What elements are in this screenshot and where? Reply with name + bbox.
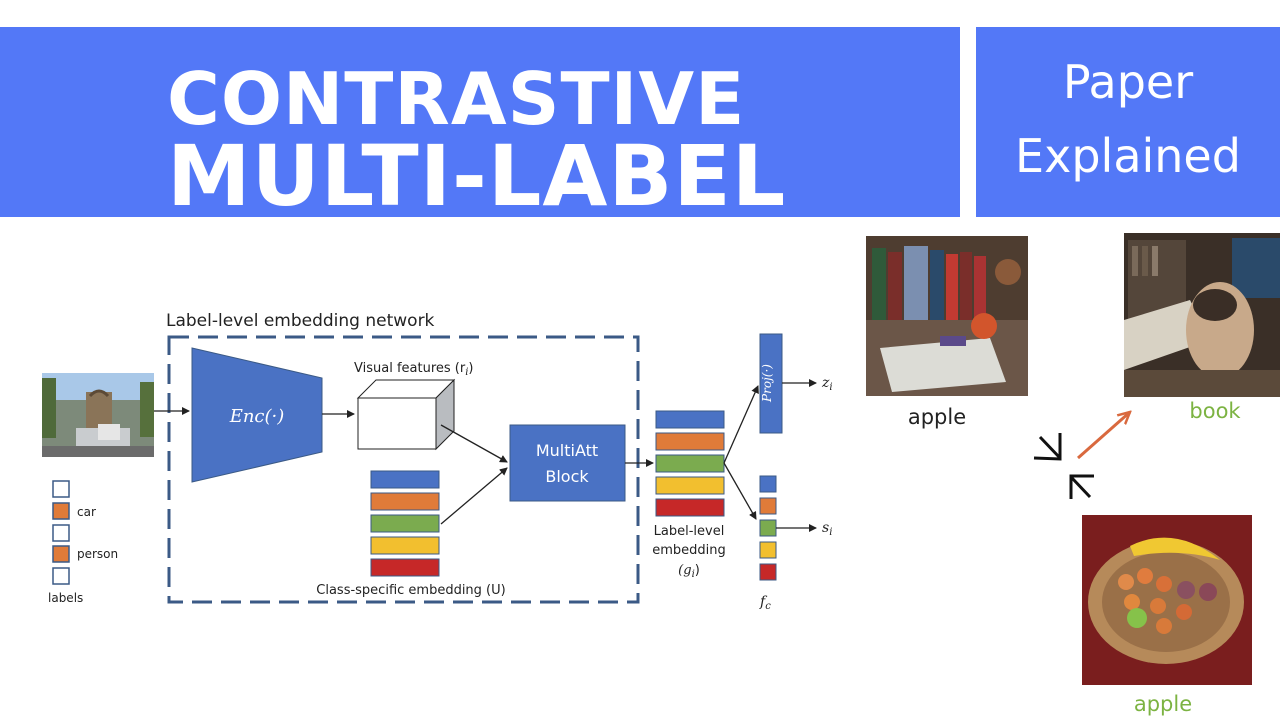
class-emb-bar-0: [370, 470, 440, 489]
book-caption: book: [1189, 399, 1241, 423]
visual-features-label: Visual features (ri): [354, 361, 473, 378]
fc-bar-1: [759, 497, 777, 515]
pull-together-arrows: [1033, 433, 1094, 499]
multiatt-line-1: MultiAtt: [536, 441, 598, 460]
s-symbol: si: [822, 520, 832, 538]
label-text-person: person: [77, 547, 118, 561]
embedding-network-box: [167, 335, 640, 604]
class-emb-bar-1: [370, 492, 440, 511]
label-square-1: [52, 502, 70, 520]
label-emb-bar-3: [655, 476, 725, 495]
fc-bar-0: [759, 475, 777, 493]
encoder-block: [191, 347, 323, 483]
label-embedding-line-1: Label-level: [654, 524, 725, 539]
class-emb-bar-2: [370, 514, 440, 533]
tag-line-2: Explained: [1015, 129, 1241, 183]
apple-caption-1: apple: [908, 405, 966, 429]
label-embedding-symbol: (gi): [678, 563, 700, 580]
label-square-0: [52, 480, 70, 498]
book-pug-photo: [1124, 233, 1280, 397]
label-text-car: car: [77, 505, 96, 519]
input-street-image: [42, 373, 154, 457]
visual-features-cube: [356, 378, 456, 451]
apple-bowl-photo: [1082, 515, 1252, 685]
class-emb-bar-4: [370, 558, 440, 577]
fc-bar-2: [759, 519, 777, 537]
apple-desk-photo: [866, 236, 1028, 396]
label-emb-bar-0: [655, 410, 725, 429]
apple-caption-2: apple: [1134, 692, 1192, 716]
fc-bar-3: [759, 541, 777, 559]
label-embedding-line-2: embedding: [652, 543, 726, 558]
multiatt-block: [509, 424, 626, 502]
f-symbol: fc: [759, 594, 771, 612]
class-emb-bar-3: [370, 536, 440, 555]
label-emb-bar-1: [655, 432, 725, 451]
z-symbol: zi: [821, 375, 833, 393]
push-apart-arrow: [1077, 412, 1130, 460]
multiatt-line-2: Block: [545, 467, 589, 486]
network-label: Label-level embedding network: [166, 311, 435, 331]
label-square-3: [52, 545, 70, 563]
tag-line-1: Paper: [1062, 55, 1194, 109]
label-square-2: [52, 524, 70, 542]
paper-explained-banner: Paper Explained: [976, 27, 1280, 217]
class-embedding-label: Class-specific embedding (U): [316, 583, 505, 598]
projection-label: Proj(·): [760, 364, 774, 403]
label-square-4: [52, 567, 70, 585]
label-emb-bar-4: [655, 498, 725, 517]
labels-caption: labels: [48, 591, 83, 605]
label-emb-bar-2: [655, 454, 725, 473]
fc-bar-4: [759, 563, 777, 581]
title-line-2: MULTI-LABEL: [167, 127, 787, 225]
label-list: car person labels: [48, 480, 118, 605]
encoder-label: Enc(·): [229, 406, 285, 427]
title-banner: CONTRASTIVE MULTI-LABEL: [0, 27, 960, 225]
title-line-1: CONTRASTIVE: [167, 57, 746, 141]
